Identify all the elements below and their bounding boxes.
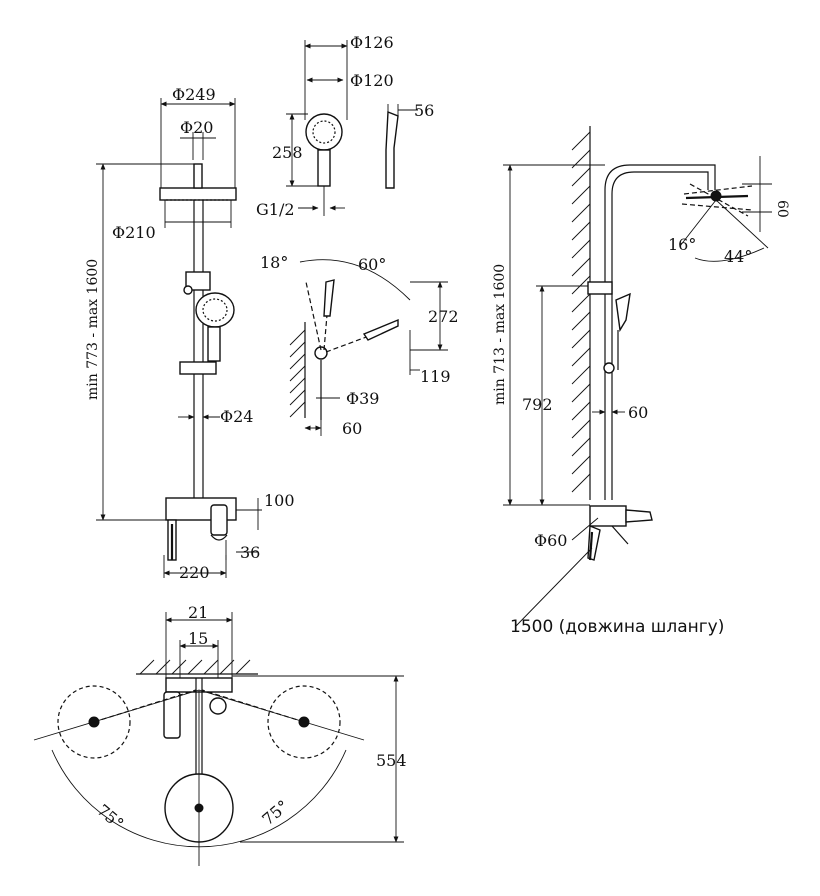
- hand-shower-detail: Φ126 Φ120 258 G1/2 56: [256, 33, 434, 219]
- angle-18-label: 18°: [260, 253, 288, 272]
- bottom-holder: [179, 361, 217, 375]
- dim-60-head-label: 60: [774, 200, 790, 218]
- dia-120-label: Φ120: [350, 71, 394, 90]
- dia-60-label: Φ60: [534, 531, 567, 550]
- dim-792-label: 792: [522, 395, 553, 414]
- swing-left: [57, 685, 131, 759]
- dim-60-side-label: 60: [628, 403, 648, 422]
- dim-258-label: 258: [272, 143, 303, 162]
- side-height-range-label: min 713 - max 1600: [492, 264, 508, 405]
- dim-119-label: 119: [420, 367, 451, 386]
- dia-24-label: Φ24: [220, 407, 253, 426]
- angle-44-label: 44°: [724, 247, 752, 266]
- dim-100-label: 100: [264, 491, 295, 510]
- top-view: 21 15: [33, 603, 407, 866]
- dim-220-label: 220: [179, 563, 210, 582]
- dia-20-label: Φ20: [180, 118, 213, 137]
- front-view: Φ249 Φ20 Φ210 Φ24 min 773 - m: [85, 85, 295, 582]
- head-connector: [193, 163, 203, 189]
- hand-shower-head: [305, 113, 343, 151]
- holder-wall: [289, 322, 306, 418]
- side-wall: [571, 126, 591, 500]
- angle-right-label: 75°: [258, 796, 292, 829]
- side-view: 60 16° 44° min 713 - max 1600 792 60 Φ60: [492, 126, 790, 637]
- rain-shower-head: [159, 187, 237, 201]
- dim-554-label: 554: [376, 751, 407, 770]
- dim-272-label: 272: [428, 307, 459, 326]
- angle-16-label: 16°: [668, 235, 696, 254]
- angle-left-label: 75°: [93, 801, 127, 834]
- dia-210-label: Φ210: [112, 223, 156, 242]
- hose-length-note: 1500 (довжина шлангу): [510, 617, 724, 637]
- dia-39-label: Φ39: [346, 389, 379, 408]
- dim-21-label: 21: [188, 603, 208, 622]
- top-wall: [136, 659, 258, 675]
- dim-15-label: 15: [188, 629, 208, 648]
- dim-60-label: 60: [342, 419, 362, 438]
- angle-60-label: 60°: [358, 255, 386, 274]
- dim-56-label: 56: [414, 101, 434, 120]
- dim-36-label: 36: [240, 543, 260, 562]
- holder-detail: 18° 60° 272 119 Φ39 60: [260, 253, 459, 438]
- dia-249-label: Φ249: [172, 85, 216, 104]
- hand-shower-profile: [385, 110, 399, 189]
- hand-shower-front: [195, 292, 235, 328]
- slider-holder: [185, 271, 211, 291]
- thread-label: G1/2: [256, 200, 295, 219]
- dia-126-label: Φ126: [350, 33, 394, 52]
- side-mixer: [589, 505, 627, 527]
- swing-right: [267, 685, 341, 759]
- height-range-label: min 773 - max 1600: [85, 259, 101, 400]
